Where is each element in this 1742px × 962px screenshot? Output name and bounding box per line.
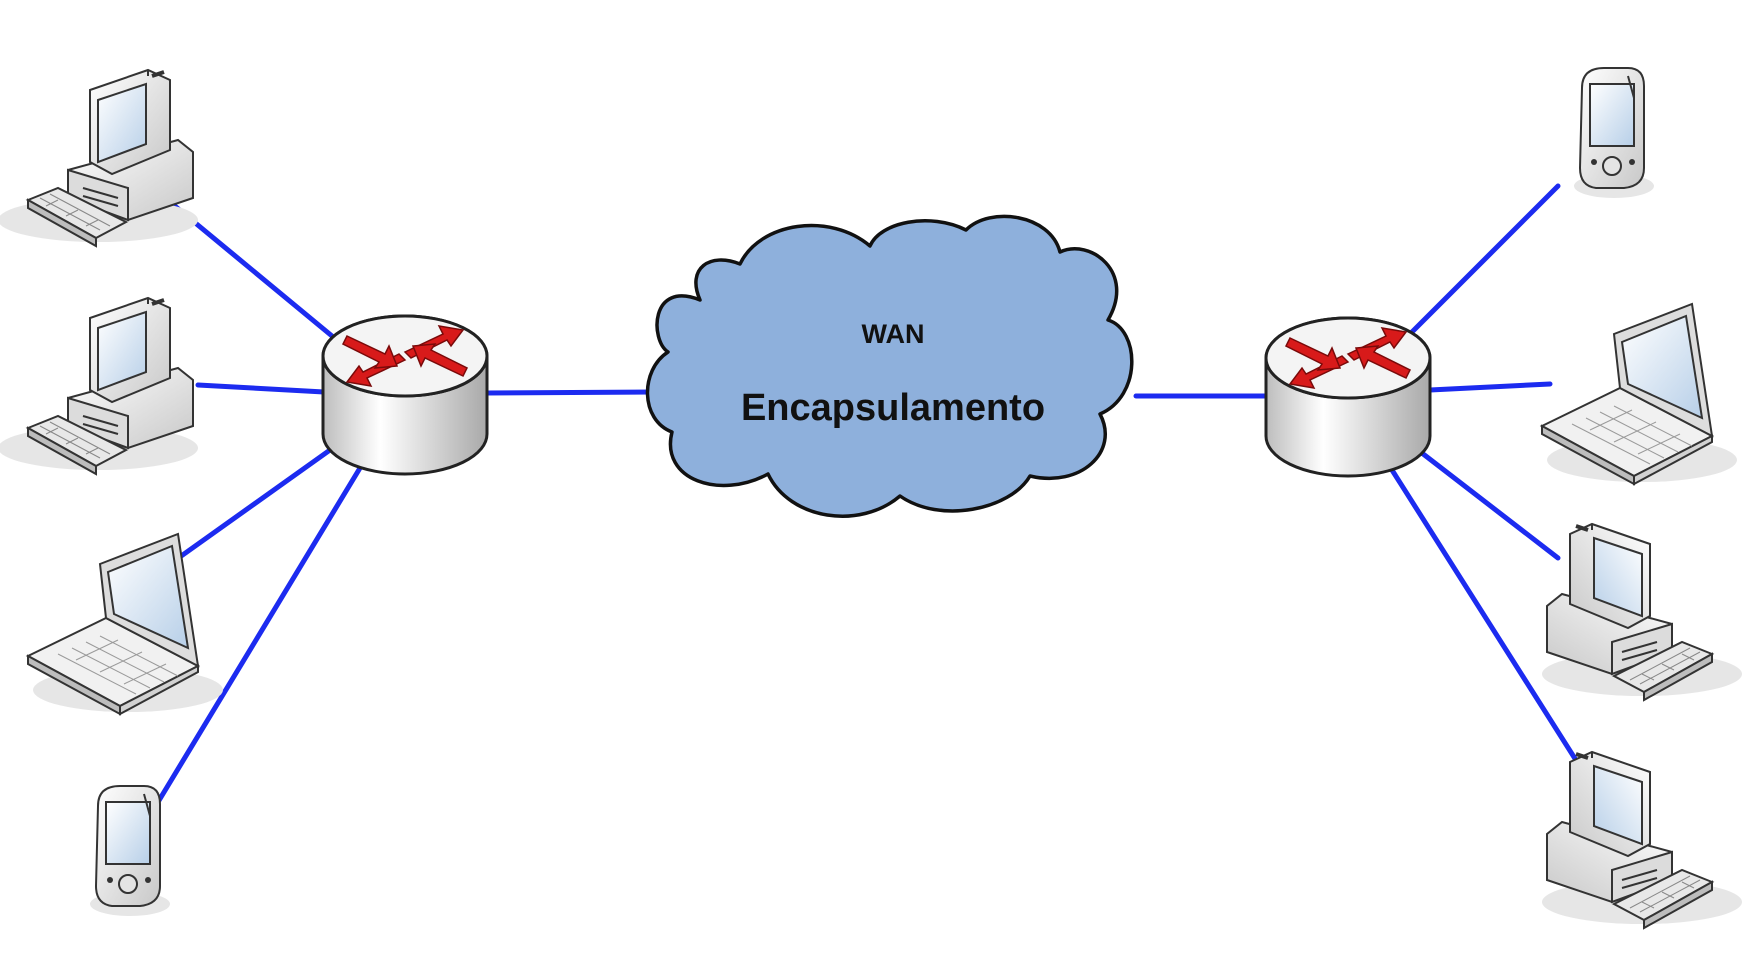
router-left-icon — [321, 314, 489, 476]
link-left-laptop — [167, 447, 333, 567]
link-left-desktop-1 — [167, 199, 335, 339]
link-right-desktop-1 — [1415, 447, 1561, 561]
link-right-desktop-2 — [1389, 467, 1589, 779]
link-left-pda — [149, 465, 363, 815]
links — [149, 183, 1589, 815]
link-left-desktop-2 — [195, 382, 327, 395]
cloud-label-wan: WAN — [862, 319, 925, 349]
cloud-icon: WAN Encapsulamento — [645, 214, 1134, 518]
right-pda-icon — [1573, 67, 1655, 199]
left-desktop-computer-icon-2 — [0, 296, 200, 476]
left-pda-icon — [89, 785, 171, 917]
link-right-laptop — [1427, 381, 1553, 393]
cloud-label-encapsulamento: Encapsulamento — [741, 387, 1045, 429]
left-desktop-computer-icon-1 — [0, 68, 200, 248]
right-desktop-computer-icon-1 — [1540, 522, 1742, 702]
left-laptop-icon — [27, 533, 224, 715]
router-right-icon — [1264, 316, 1432, 478]
link-right-pda — [1409, 183, 1561, 335]
right-desktop-computer-icon-2 — [1540, 750, 1742, 930]
link-router-left-cloud — [483, 389, 655, 396]
right-laptop-icon — [1541, 303, 1738, 485]
